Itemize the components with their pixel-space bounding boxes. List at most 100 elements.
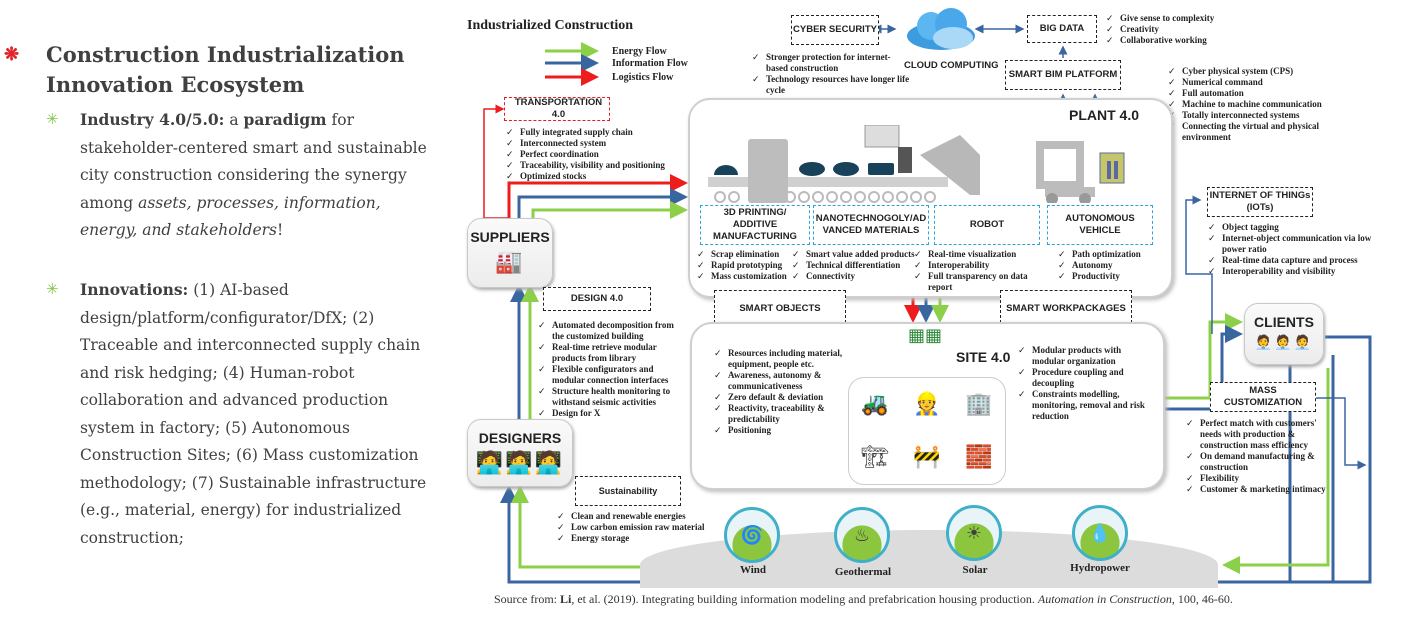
list-item: Awareness, autonomy & communicativeness: [714, 370, 864, 392]
hydropower-icon: 💧: [1072, 505, 1128, 561]
worker-icon: 👷: [913, 392, 941, 417]
source-prefix: Source from:: [494, 592, 560, 606]
list-item: Interconnected system: [506, 138, 686, 149]
tech-autonomous-vehicle-box: AUTONOMOUS VEHICLE: [1047, 205, 1153, 245]
source-tail: , 100, 46-60.: [1171, 592, 1233, 606]
bullet-italic: assets, processes, information, energy, …: [80, 193, 381, 240]
list-item: Scrap elimination: [697, 249, 807, 260]
clients-label: CLIENTS: [1254, 314, 1314, 330]
list-item: Totally interconnected systems: [1168, 110, 1368, 121]
list-item: Stronger protection for internet-based c…: [752, 52, 912, 74]
designers-node: DESIGNERS 🧑‍💻🧑‍💻🧑‍💻: [467, 419, 573, 487]
bullet-text: for stakeholder-centered smart and susta…: [80, 111, 427, 212]
smart-objects-list: Resources including material, equipment,…: [714, 348, 864, 436]
bullet-tail: !: [277, 221, 284, 239]
bullet-lead: Innovations:: [80, 280, 189, 299]
list-item: Full automation: [1168, 88, 1368, 99]
iot-list: Object tagging Internet-object communica…: [1208, 222, 1388, 277]
list-item: Design for X: [538, 408, 688, 419]
source-journal: Automation in Construction: [1037, 592, 1172, 606]
flower-bullet-icon: ❋: [4, 44, 20, 65]
transportation-list: Fully integrated supply chain Interconne…: [506, 127, 686, 182]
legend-info-label: Information Flow: [612, 58, 688, 69]
smart-objects-box: SMART OBJECTS: [714, 290, 846, 328]
list-item: Perfect coordination: [506, 149, 686, 160]
list-item: Procedure coupling and decoupling: [1018, 367, 1148, 389]
energy-label-wind: Wind: [739, 564, 767, 576]
star-bullet-icon: ✳: [46, 110, 59, 128]
list-item: Real-time data capture and process: [1208, 255, 1388, 266]
list-item: Full transparency on data report: [914, 271, 1034, 293]
list-item: Rapid prototyping: [697, 260, 807, 271]
transportation-box: TRANSPORTATION 4.0: [504, 97, 610, 121]
list-item: Interoperability and visibility: [1208, 266, 1388, 277]
site-label: SITE 4.0: [956, 349, 1011, 365]
list-item: Collaborative working: [1106, 35, 1246, 46]
energy-label-hydropower: Hydropower: [1070, 562, 1130, 574]
list-item: Smart value added products: [792, 249, 932, 260]
list-item: Flexible configurators and modular conne…: [538, 364, 688, 386]
list-item: Constraints modelling, monitoring, remov…: [1018, 389, 1148, 422]
clients-node: CLIENTS 🧑‍💼🧑‍💼🧑‍💼: [1244, 303, 1324, 365]
list-item: Mass customization: [697, 271, 807, 282]
list-item: Flexibility: [1186, 473, 1326, 484]
bullet-innovations: ✳ Innovations: (1) AI-based design/platf…: [46, 276, 435, 552]
list-item: Machine to machine communication: [1168, 99, 1368, 110]
big-data-list: Give sense to complexity Creativity Coll…: [1106, 13, 1246, 46]
legend-energy-label: Energy Flow: [612, 46, 667, 57]
iot-box: INTERNET OF THINGs (IOTs): [1207, 187, 1313, 217]
geothermal-icon: ♨: [834, 507, 890, 563]
diagram-title: Industrialized Construction: [467, 18, 634, 33]
suppliers-label: SUPPLIERS: [470, 229, 550, 245]
cyber-security-box: CYBER SECURITY: [791, 15, 879, 45]
bullet-text: a: [224, 111, 244, 129]
smart-bim-platform-box: SMART BIM PLATFORM: [1005, 60, 1121, 90]
list-item: Structure health monitoring to withstand…: [538, 386, 688, 408]
list-item: Productivity: [1058, 271, 1168, 282]
list-item: Reactivity, traceability & predictabilit…: [714, 403, 864, 425]
design-list: Automated decomposition from the customi…: [538, 320, 688, 419]
list-item: Connecting the virtual and physical envi…: [1168, 121, 1368, 143]
tech-nanotech-box: NANOTECHNOGOLY/AD VANCED MATERIALS: [813, 205, 929, 245]
wind-turbine-icon: 🌀: [724, 507, 780, 563]
list-item: Technology resources have longer life cy…: [752, 74, 912, 96]
sustainability-box: Sustainability: [575, 476, 681, 506]
design-box: DESIGN 4.0: [543, 287, 651, 311]
list-item: Optimized stocks: [506, 171, 686, 182]
list-item: On demand manufacturing & construction: [1186, 451, 1326, 473]
designers-icon: 🧑‍💻🧑‍💻🧑‍💻: [475, 450, 565, 475]
list-item: Cyber physical system (CPS): [1168, 66, 1368, 77]
list-item: Technical differentiation: [792, 260, 932, 271]
cloud-icon: [903, 6, 979, 52]
sustainability-list: Clean and renewable energies Low carbon …: [557, 511, 737, 544]
tech-nanotech-list: Smart value added products Technical dif…: [792, 249, 932, 282]
list-item: Traceability, visibility and positioning: [506, 160, 686, 171]
list-item: Positioning: [714, 425, 864, 436]
site-equipment-panel: 🚜 👷 🏢 🏗 🚧 🧱: [848, 377, 1006, 485]
designers-label: DESIGNERS: [478, 430, 562, 446]
excavator-icon: 🚜: [861, 392, 889, 417]
solar-panel-icon: ☀: [946, 505, 1002, 561]
mass-customization-box: MASS CUSTOMIZATION: [1210, 382, 1316, 412]
smart-workpackages-list: Modular products with modular organizati…: [1018, 345, 1148, 422]
tech-autonomous-vehicle-list: Path optimization Autonomy Productivity: [1058, 249, 1168, 282]
list-item: Energy storage: [557, 533, 737, 544]
source-author: Li: [559, 592, 572, 606]
source-citation: Source from: Li, et al. (2019). Integrat…: [494, 592, 1374, 606]
plant-label: PLANT 4.0: [1069, 107, 1140, 123]
loader-icon: 🚧: [913, 445, 941, 470]
energy-label-solar: Solar: [962, 564, 988, 576]
list-item: Give sense to complexity: [1106, 13, 1246, 24]
list-item: Real-time retrieve modular products from…: [538, 342, 688, 364]
list-item: Modular products with modular organizati…: [1018, 345, 1148, 367]
list-item: Path optimization: [1058, 249, 1168, 260]
list-item: Autonomy: [1058, 260, 1168, 271]
bullet-text: (1) AI-based design/platform/configurato…: [80, 281, 427, 547]
list-item: Perfect match with customers' needs with…: [1186, 418, 1326, 451]
slide-title-text: Construction Industrialization Innovatio…: [46, 42, 405, 97]
factory-icon: 🏭: [495, 249, 525, 274]
production-line-illustration: [708, 125, 1125, 203]
list-item: Low carbon emission raw material: [557, 522, 737, 533]
smart-workpackages-box: SMART WORKPACKAGES: [1000, 290, 1132, 328]
list-item: Zero default & deviation: [714, 392, 864, 403]
